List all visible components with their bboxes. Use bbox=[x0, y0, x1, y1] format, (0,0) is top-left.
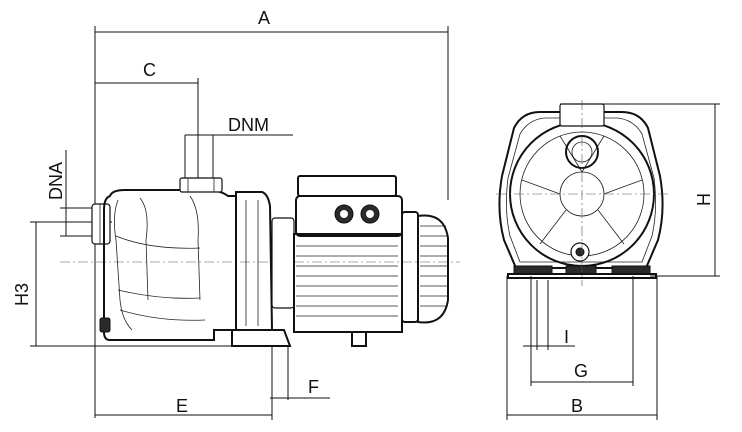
label-G: G bbox=[574, 361, 588, 381]
label-H: H bbox=[694, 193, 714, 206]
label-E: E bbox=[176, 396, 188, 416]
dimension-E: E bbox=[95, 346, 273, 420]
label-F: F bbox=[308, 377, 319, 397]
label-I: I bbox=[564, 327, 569, 347]
dimension-A: A bbox=[94, 8, 449, 418]
motor-cooling-fins bbox=[296, 245, 398, 317]
label-A: A bbox=[258, 8, 270, 28]
dimension-F: F bbox=[270, 346, 330, 400]
motor bbox=[271, 175, 403, 347]
bracket bbox=[231, 191, 292, 347]
front-view: H B G I bbox=[496, 100, 720, 420]
dimension-C: C bbox=[95, 60, 199, 190]
label-B: B bbox=[571, 396, 583, 416]
front-housing bbox=[498, 103, 664, 269]
label-DNA: DNA bbox=[46, 162, 66, 200]
side-view: A C DNM DNA H3 bbox=[12, 8, 460, 420]
front-base bbox=[507, 265, 657, 279]
label-H3: H3 bbox=[12, 283, 32, 306]
label-C: C bbox=[143, 60, 156, 80]
suction-inlet bbox=[91, 203, 111, 245]
dimension-I: I bbox=[523, 280, 575, 350]
dimension-B: B bbox=[506, 276, 658, 420]
dimension-G: G bbox=[530, 276, 634, 386]
fan-cover bbox=[401, 211, 449, 324]
dimension-H3: H3 bbox=[12, 221, 270, 347]
label-DNM: DNM bbox=[228, 115, 269, 135]
dimension-DNM: DNM bbox=[184, 115, 293, 178]
pump-body bbox=[99, 189, 237, 341]
delivery-outlet bbox=[179, 177, 223, 193]
